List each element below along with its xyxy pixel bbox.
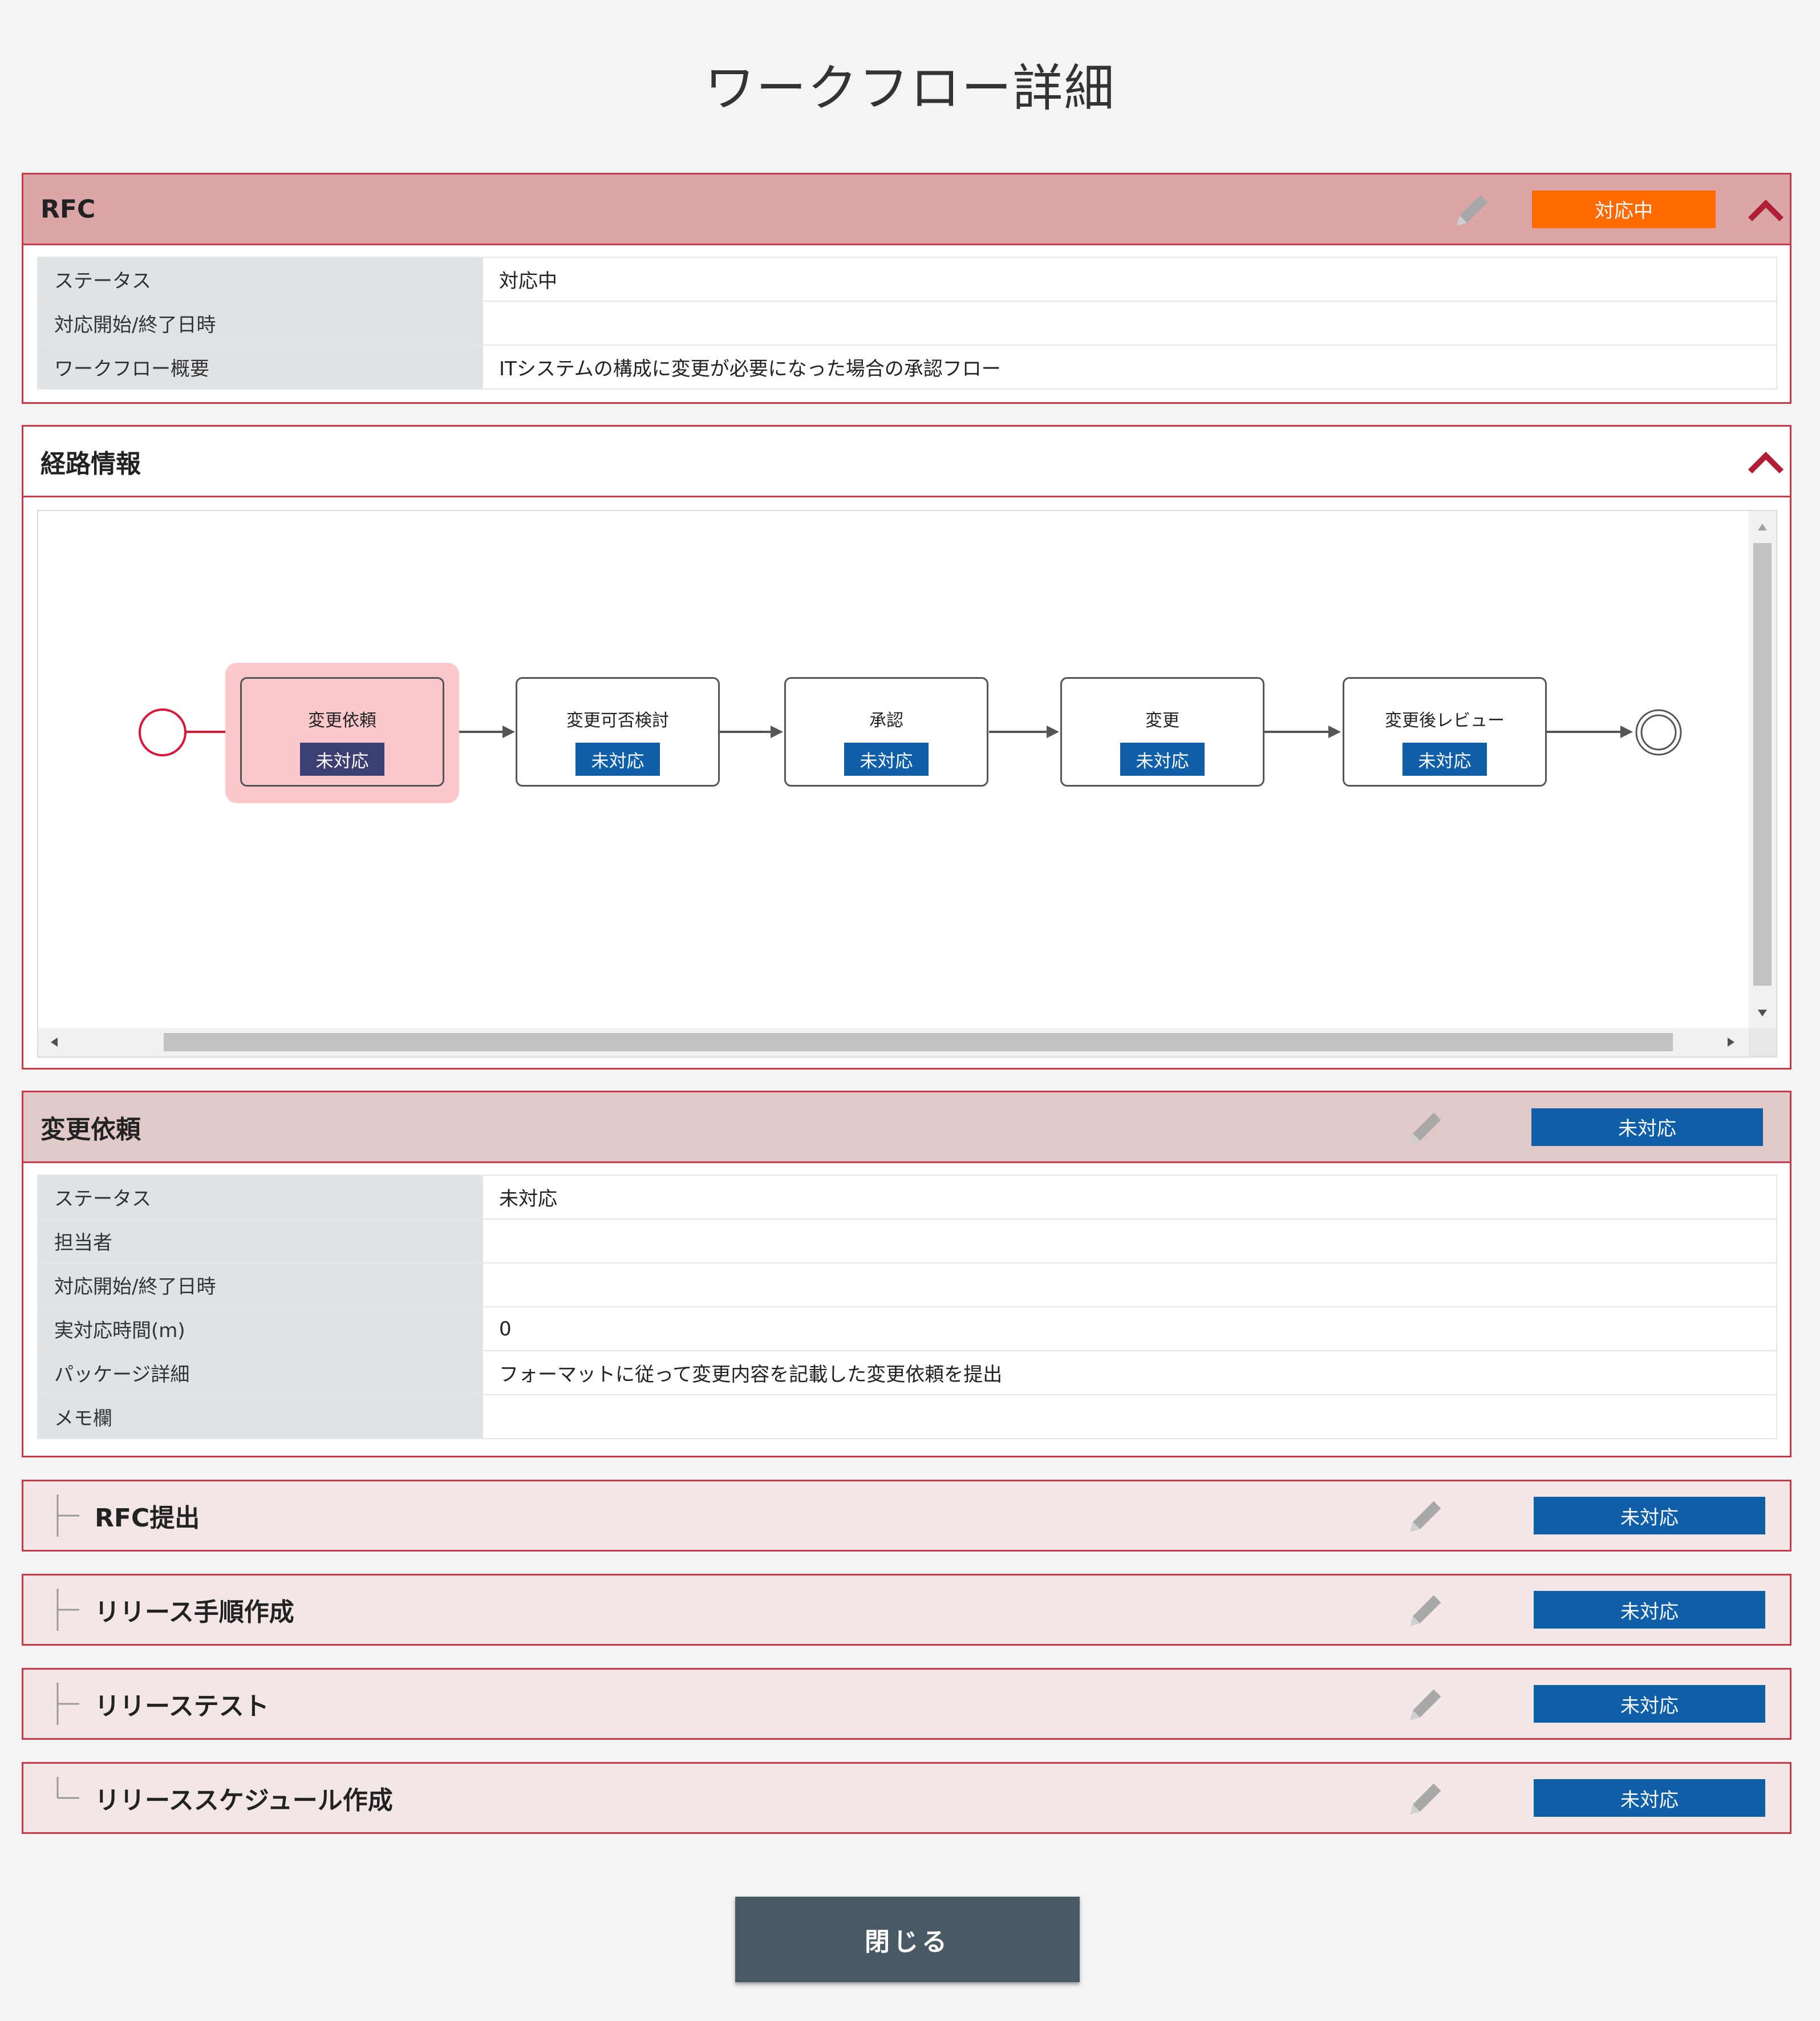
task-panel-header: 変更依頼 未対応 bbox=[23, 1092, 1790, 1163]
table-row: パッケージ詳細 フォーマットに従って変更内容を記載した変更依頼を提出 bbox=[37, 1350, 1777, 1395]
rfc-panel: RFC 対応中 ステータス 対応中 対応開始/終了日時 ワークフロー概要 ITシ… bbox=[22, 173, 1791, 404]
scroll-up-arrow-icon[interactable] bbox=[1757, 523, 1768, 532]
flow-node-change-request[interactable]: 変更依頼 未対応 bbox=[240, 677, 444, 787]
row-value bbox=[482, 301, 1777, 346]
route-panel-title: 経路情報 bbox=[40, 449, 141, 479]
table-row: メモ欄 bbox=[37, 1394, 1777, 1439]
table-row: ワークフロー概要 ITシステムの構成に変更が必要になった場合の承認フロー bbox=[37, 345, 1777, 390]
table-row: ステータス 未対応 bbox=[37, 1174, 1777, 1220]
node-status-badge: 未対応 bbox=[1120, 743, 1205, 776]
collapse-chevron-up-icon[interactable] bbox=[1746, 447, 1786, 476]
row-label: パッケージ詳細 bbox=[37, 1350, 483, 1395]
row-label: メモ欄 bbox=[37, 1394, 483, 1439]
row-value: 0 bbox=[482, 1306, 1777, 1351]
scroll-right-arrow-icon[interactable] bbox=[1726, 1036, 1736, 1048]
table-row: 対応開始/終了日時 bbox=[37, 1262, 1777, 1307]
rfc-info-table: ステータス 対応中 対応開始/終了日時 ワークフロー概要 ITシステムの構成に変… bbox=[37, 257, 1777, 390]
row-label: ステータス bbox=[37, 1174, 483, 1220]
subtask-title: リリーススケジュール作成 bbox=[95, 1786, 393, 1815]
subtask-release-procedure[interactable]: リリース手順作成 未対応 bbox=[22, 1574, 1791, 1646]
row-value bbox=[482, 1218, 1777, 1263]
workflow-diagram[interactable]: 変更依頼 未対応 変更可否検討 未対応 承認 未対応 変更 未対応 変更後レビュ… bbox=[37, 510, 1777, 1058]
vertical-scroll-thumb[interactable] bbox=[1753, 543, 1772, 986]
vertical-scrollbar[interactable] bbox=[1749, 511, 1776, 1029]
row-value bbox=[482, 1394, 1777, 1439]
tree-branch-icon bbox=[56, 1589, 79, 1631]
tree-branch-end-icon bbox=[56, 1777, 79, 1799]
task-panel-title: 変更依頼 bbox=[40, 1115, 141, 1144]
page-title: ワークフロー詳細 bbox=[704, 59, 1116, 118]
task-status-badge: 未対応 bbox=[1531, 1108, 1763, 1146]
node-label: 承認 bbox=[869, 711, 903, 731]
scroll-down-arrow-icon[interactable] bbox=[1757, 1009, 1768, 1018]
subtask-title: RFC提出 bbox=[95, 1504, 200, 1533]
horizontal-scrollbar[interactable] bbox=[38, 1028, 1751, 1056]
row-label: ワークフロー概要 bbox=[37, 345, 483, 390]
row-value bbox=[482, 1262, 1777, 1307]
row-label: 担当者 bbox=[37, 1218, 483, 1263]
tree-branch-icon bbox=[56, 1495, 79, 1537]
node-label: 変更後レビュー bbox=[1385, 711, 1505, 731]
rfc-status-badge: 対応中 bbox=[1532, 190, 1716, 228]
tree-branch-icon bbox=[56, 1683, 79, 1725]
row-label: ステータス bbox=[37, 257, 483, 302]
subtask-title: リリーステスト bbox=[95, 1692, 269, 1721]
node-status-badge: 未対応 bbox=[300, 743, 384, 776]
edit-pencil-icon[interactable] bbox=[1405, 1682, 1448, 1726]
table-row: 担当者 bbox=[37, 1218, 1777, 1263]
table-row: 対応開始/終了日時 bbox=[37, 301, 1777, 346]
subtask-status-badge: 未対応 bbox=[1534, 1685, 1765, 1723]
row-value: 未対応 bbox=[482, 1174, 1777, 1220]
horizontal-scroll-thumb[interactable] bbox=[164, 1033, 1673, 1051]
table-row: 実対応時間(m) 0 bbox=[37, 1306, 1777, 1351]
node-label: 変更可否検討 bbox=[566, 711, 669, 731]
node-label: 変更依頼 bbox=[308, 711, 376, 731]
task-info-table: ステータス 未対応 担当者 対応開始/終了日時 実対応時間(m) 0 パッケージ… bbox=[37, 1174, 1777, 1439]
edit-pencil-icon[interactable] bbox=[1452, 188, 1495, 231]
end-event-icon[interactable] bbox=[1634, 708, 1683, 757]
subtask-release-schedule[interactable]: リリーススケジュール作成 未対応 bbox=[22, 1762, 1791, 1834]
row-label: 対応開始/終了日時 bbox=[37, 1262, 483, 1307]
close-button[interactable]: 閉じる bbox=[735, 1897, 1080, 1982]
subtask-status-badge: 未対応 bbox=[1534, 1779, 1765, 1817]
flow-node-approval[interactable]: 承認 未対応 bbox=[784, 677, 988, 787]
task-panel: 変更依頼 未対応 ステータス 未対応 担当者 対応開始/終了日時 実対応時間(m… bbox=[22, 1091, 1791, 1457]
route-panel-header: 経路情報 bbox=[23, 427, 1790, 497]
table-row: ステータス 対応中 bbox=[37, 257, 1777, 302]
row-value: フォーマットに従って変更内容を記載した変更依頼を提出 bbox=[482, 1350, 1777, 1395]
node-status-badge: 未対応 bbox=[1403, 743, 1487, 776]
edit-pencil-icon[interactable] bbox=[1405, 1105, 1448, 1149]
subtask-status-badge: 未対応 bbox=[1534, 1497, 1765, 1534]
rfc-panel-title: RFC bbox=[40, 195, 96, 224]
flow-node-post-change-review[interactable]: 変更後レビュー 未対応 bbox=[1343, 677, 1547, 787]
subtask-title: リリース手順作成 bbox=[95, 1598, 294, 1627]
scroll-corner bbox=[1749, 1028, 1776, 1056]
node-status-badge: 未対応 bbox=[575, 743, 660, 776]
flow-node-change[interactable]: 変更 未対応 bbox=[1060, 677, 1264, 787]
subtask-rfc-submit[interactable]: RFC提出 未対応 bbox=[22, 1480, 1791, 1552]
collapse-chevron-up-icon[interactable] bbox=[1746, 195, 1786, 224]
scroll-left-arrow-icon[interactable] bbox=[50, 1036, 59, 1048]
subtask-status-badge: 未対応 bbox=[1534, 1591, 1765, 1629]
flow-node-feasibility-review[interactable]: 変更可否検討 未対応 bbox=[516, 677, 720, 787]
start-event-icon[interactable] bbox=[137, 707, 188, 758]
row-value: 対応中 bbox=[482, 257, 1777, 302]
edit-pencil-icon[interactable] bbox=[1405, 1494, 1448, 1537]
row-label: 実対応時間(m) bbox=[37, 1306, 483, 1351]
edit-pencil-icon[interactable] bbox=[1405, 1776, 1448, 1820]
subtask-release-test[interactable]: リリーステスト 未対応 bbox=[22, 1668, 1791, 1740]
node-label: 変更 bbox=[1145, 711, 1179, 731]
node-status-badge: 未対応 bbox=[844, 743, 929, 776]
edit-pencil-icon[interactable] bbox=[1405, 1588, 1448, 1631]
rfc-panel-header: RFC 対応中 bbox=[23, 175, 1790, 245]
row-label: 対応開始/終了日時 bbox=[37, 301, 483, 346]
route-panel: 経路情報 変更依頼 未対応 変更可否 bbox=[22, 425, 1791, 1070]
row-value: ITシステムの構成に変更が必要になった場合の承認フロー bbox=[482, 345, 1777, 390]
